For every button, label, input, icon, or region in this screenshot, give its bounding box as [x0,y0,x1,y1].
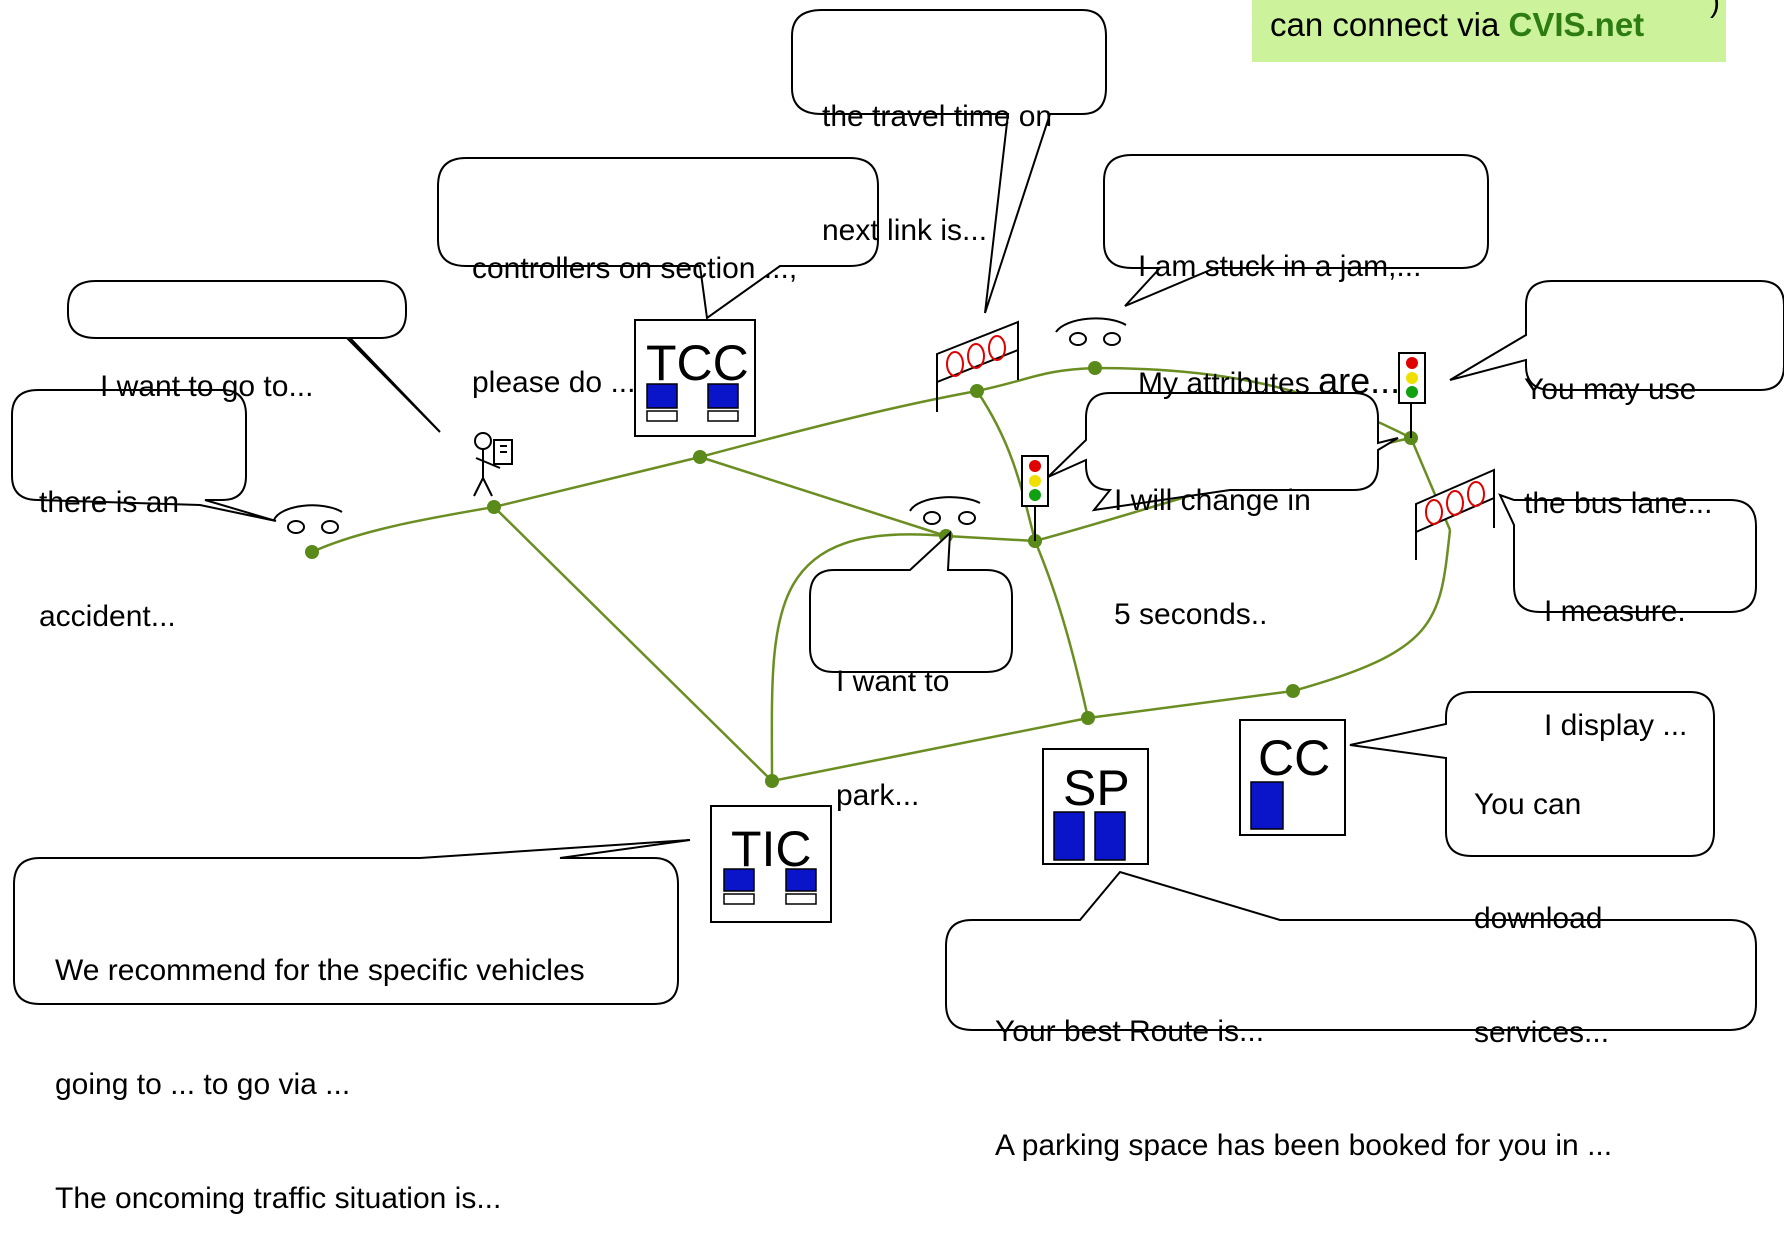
message-sign-icon [936,320,1019,412]
road-link [770,533,947,782]
accident-text: there is an accident... [39,486,180,633]
node [970,384,984,398]
monitor-screen [723,868,755,892]
banner-prefix: can connect via [1270,6,1509,43]
bus-lane-text: You may use the bus lane... [1524,373,1713,520]
monitor-screen [707,383,739,409]
best-route-bubble [945,870,1757,1031]
want-to-go-bubble [67,280,441,433]
traffic-light-icon [1021,455,1049,507]
car-icon [1055,317,1127,346]
download-bubble [1349,691,1715,857]
node [487,500,501,514]
accident-bubble [11,389,277,522]
measure-text: I measure. I display ... [1544,595,1688,742]
tic-label: TIC [731,821,812,877]
keyboard [723,893,755,905]
controllers-text: controllers on section ..., please do ..… [472,252,798,399]
tic-box [710,805,832,923]
road-link [699,389,978,459]
node [305,545,319,559]
travel-time-text: the travel time on next link is... [822,100,1053,247]
message-sign-icon [1415,468,1495,560]
road-network [311,366,1452,783]
best-route-text: Your best Route is... A parking space ha… [995,1015,1613,1162]
cvis-net-label: CVIS.net [1508,6,1645,43]
measure-bubble [1498,493,1757,613]
road-link [1292,529,1452,693]
want-to-go-text: I want to go to... [100,370,314,403]
tcc-label: TCC [646,335,749,391]
node [1286,684,1300,698]
tcc-box [634,319,756,437]
monitor-screen [785,868,817,892]
node [765,774,779,788]
road-link [1033,540,1090,719]
stuck-jam-text: I am stuck in a jam,... My attributes ar… [1138,250,1422,401]
road-link [311,505,495,554]
cvis-banner: ) can connect via CVIS.net [1252,0,1726,62]
road-link [976,366,1096,393]
road-link [975,390,1037,542]
keyboard [646,410,678,422]
sp-label: SP [1063,760,1130,816]
park-text: I want to park... [836,665,950,812]
cc-box [1239,719,1346,836]
node [1088,361,1102,375]
keyboard [707,410,739,422]
traffic-light-icon [1398,352,1426,404]
sp-box [1042,748,1149,865]
road-link [945,534,1036,543]
server-block [1053,811,1085,861]
recommend-bubble [13,839,691,1005]
change-bubble [1047,392,1399,512]
road-link [493,506,773,782]
park-bubble [809,530,1013,673]
controllers-bubble [437,157,879,320]
monitor-screen [646,383,678,409]
pedestrian-icon [473,432,513,497]
node [1081,711,1095,725]
keyboard [785,893,817,905]
road-link [699,455,947,538]
road-link [771,716,1089,783]
travel-time-bubble [791,9,1107,314]
road-link [1087,689,1294,720]
server-block [1094,811,1126,861]
server-block [1250,781,1284,830]
bus-lane-bubble [1449,280,1784,391]
change-text: I will change in 5 seconds.. [1114,484,1311,631]
banner-text: can connect via CVIS.net [1270,6,1644,44]
stuck-jam-bubble [1103,154,1489,307]
cc-label: CC [1258,730,1331,786]
road-link [493,455,701,509]
banner-fragment: ) [1710,0,1720,19]
node [693,450,707,464]
recommend-text: We recommend for the specific vehicles g… [55,954,585,1215]
car-icon [273,504,343,534]
car-icon [909,496,981,525]
